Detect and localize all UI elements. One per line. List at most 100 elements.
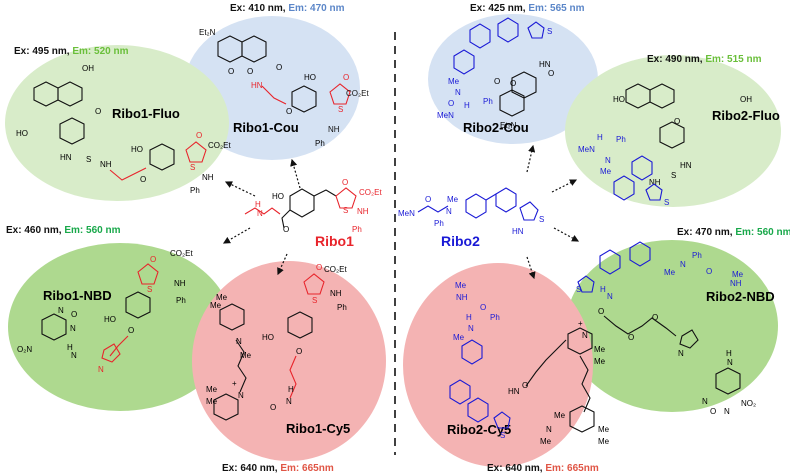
svg-text:O: O (228, 67, 234, 76)
svg-text:O: O (150, 255, 156, 264)
svg-text:Ph: Ph (337, 303, 347, 312)
svg-text:CO₂Et: CO₂Et (324, 265, 347, 274)
caption-ribo2-nbd: Ex: 470 nm, Em: 560 nm (677, 227, 790, 238)
svg-text:Me: Me (206, 397, 218, 406)
structure-ribo1-nbd: O CO₂Et S NH Ph HO O N N O N O₂N H N (17, 249, 193, 374)
svg-text:S: S (312, 296, 317, 305)
svg-text:Me: Me (600, 167, 612, 176)
svg-text:N: N (58, 306, 64, 315)
svg-text:NH: NH (328, 125, 340, 134)
svg-text:HO: HO (131, 145, 143, 154)
svg-text:H: H (597, 133, 603, 142)
svg-text:Ph: Ph (352, 225, 362, 234)
svg-text:NH: NH (330, 289, 342, 298)
structure-ribo1-cou: Et₂N O O O HN O HO O S CO₂Et NH Ph (199, 28, 369, 148)
name-ribo1-fluo: Ribo1-Fluo (112, 106, 180, 121)
hub-ribo1: Ribo1 (315, 233, 354, 249)
caption-ribo1-cy5: Ex: 640 nm, Em: 665nm (222, 463, 334, 474)
svg-text:S: S (576, 285, 581, 294)
hub-ribo2: Ribo2 (441, 233, 480, 249)
svg-text:HO: HO (262, 333, 274, 342)
svg-text:S: S (343, 206, 348, 215)
svg-text:MeN: MeN (578, 145, 595, 154)
svg-text:MeN: MeN (398, 209, 415, 218)
svg-text:O: O (140, 175, 146, 184)
svg-text:Ph: Ph (176, 296, 186, 305)
svg-text:NH: NH (100, 160, 112, 169)
svg-text:O: O (283, 225, 289, 234)
svg-text:Et₂N: Et₂N (199, 28, 216, 37)
svg-text:H: H (464, 101, 470, 110)
svg-text:Ph: Ph (616, 135, 626, 144)
svg-text:Ph: Ph (190, 186, 200, 195)
name-ribo2-cou: Ribo2-Cou (463, 120, 529, 135)
svg-text:N: N (727, 358, 733, 367)
structure-ribo2-fluo: HO OH O HN S NH MeN H N Me Ph S (578, 83, 752, 207)
ellipse-ribo2-nbd (566, 240, 778, 412)
svg-text:N: N (468, 324, 474, 333)
caption-ribo2-cy5: Ex: 640 nm, Em: 665nm (487, 463, 599, 474)
svg-text:NH: NH (174, 279, 186, 288)
name-ribo2-fluo: Ribo2-Fluo (712, 108, 780, 123)
svg-text:O: O (494, 77, 500, 86)
caption-ribo2-fluo: Ex: 490 nm, Em: 515 nm (647, 54, 762, 65)
arrow-ribo1-cou (290, 158, 301, 189)
svg-text:NH: NH (730, 279, 742, 288)
svg-text:N: N (582, 331, 588, 340)
svg-text:S: S (671, 171, 676, 180)
structure-ribo1-fluo: OH HO O HN S NH HO O O CO₂Et S NH Ph (16, 64, 231, 195)
svg-text:H: H (67, 343, 73, 352)
svg-text:O: O (674, 117, 680, 126)
structure-ribo2-cy5: Me NH O H N Me Ph S HN O + N Me Me Me N … (449, 281, 610, 446)
caption-ribo1-cou: Ex: 410 nm, Em: 470 nm (230, 3, 345, 14)
svg-text:Me: Me (206, 385, 218, 394)
svg-text:O: O (71, 310, 77, 319)
name-ribo2-cy5: Ribo2-Cy5 (447, 422, 511, 437)
svg-text:Me: Me (210, 301, 222, 310)
svg-text:Me: Me (453, 333, 465, 342)
svg-text:O: O (270, 403, 276, 412)
svg-text:Me: Me (447, 195, 459, 204)
svg-text:O: O (510, 79, 516, 88)
svg-text:S: S (338, 105, 343, 114)
svg-text:Me: Me (598, 425, 610, 434)
svg-text:H: H (726, 349, 732, 358)
structure-ribo2-cou: S Me N O MeN H Ph HN O O O Et₂N (437, 17, 554, 130)
svg-text:N: N (678, 349, 684, 358)
svg-text:O: O (316, 263, 322, 272)
svg-text:N: N (70, 324, 76, 333)
svg-text:+: + (232, 379, 237, 388)
name-ribo2-nbd: Ribo2-NBD (706, 289, 775, 304)
svg-text:N: N (455, 88, 461, 97)
svg-text:O: O (448, 99, 454, 108)
svg-text:O: O (548, 69, 554, 78)
svg-text:HO: HO (613, 95, 625, 104)
svg-text:CO₂Et: CO₂Et (170, 249, 193, 258)
svg-text:HN: HN (251, 81, 263, 90)
structure-ribo2-core: MeN O Ph N Me S HN (398, 187, 544, 236)
svg-text:N: N (98, 365, 104, 374)
svg-text:O: O (598, 307, 604, 316)
svg-text:Me: Me (455, 281, 467, 290)
svg-text:N: N (446, 207, 452, 216)
svg-text:Ph: Ph (692, 251, 702, 260)
svg-text:CO₂Et: CO₂Et (346, 89, 369, 98)
svg-text:HN: HN (508, 387, 520, 396)
svg-text:O: O (343, 73, 349, 82)
name-ribo1-cou: Ribo1-Cou (233, 120, 299, 135)
structure-ribo1-core: H N HO O O S CO₂Et NH Ph (244, 178, 382, 234)
svg-text:O: O (276, 63, 282, 72)
svg-text:HO: HO (104, 315, 116, 324)
svg-text:Et₂N: Et₂N (500, 121, 517, 130)
svg-text:O: O (628, 333, 634, 342)
svg-text:HO: HO (304, 73, 316, 82)
svg-text:Ph: Ph (490, 313, 500, 322)
svg-text:O: O (522, 381, 528, 390)
svg-text:O₂N: O₂N (17, 345, 32, 354)
svg-text:Me: Me (594, 345, 606, 354)
svg-text:N: N (546, 425, 552, 434)
svg-text:N: N (607, 292, 613, 301)
svg-text:N: N (605, 156, 611, 165)
svg-text:H: H (255, 200, 261, 209)
